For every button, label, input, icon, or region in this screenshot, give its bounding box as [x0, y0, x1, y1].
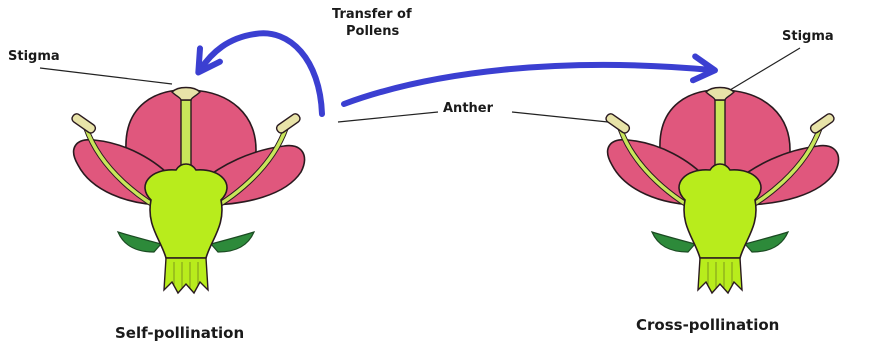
- anther-right-pointer: [512, 112, 608, 122]
- stigma-left-label: Stigma: [8, 50, 60, 65]
- cross-transfer-arrow: [344, 65, 712, 104]
- stigma-left-pointer: [40, 68, 172, 84]
- anther-label: Anther: [443, 102, 493, 117]
- transfer-label-line1: Transfer of: [332, 8, 412, 23]
- transfer-label-line2: Pollens: [346, 25, 399, 40]
- self-pollination-caption: Self-pollination: [115, 325, 244, 342]
- cross-pollination-flower: [604, 88, 838, 294]
- stigma-right-label: Stigma: [782, 30, 834, 45]
- stigma-right-pointer: [730, 48, 800, 90]
- cross-pollination-caption: Cross-pollination: [636, 317, 779, 334]
- self-pollination-flower: [70, 88, 304, 294]
- anther-left-pointer: [338, 112, 438, 122]
